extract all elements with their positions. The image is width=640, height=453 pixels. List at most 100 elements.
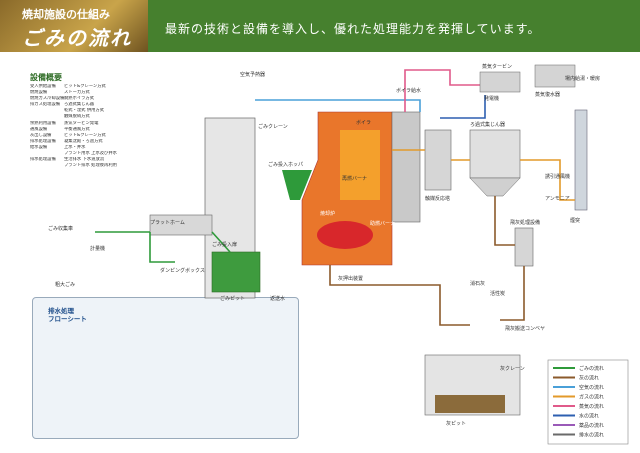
spec-row: 余熱利用設備 蒸気タービン発電 — [30, 121, 190, 127]
spec-value: 廃熱ボイラ方式 — [64, 96, 95, 102]
spec-row: プラント排水 処理後再利用 — [30, 163, 190, 169]
label-burner2: 助燃バーナ — [370, 220, 395, 227]
air-flow-line — [255, 99, 421, 112]
spec-value: 蒸気タービン発電 — [64, 120, 99, 126]
spec-value: ストーカ方式 — [64, 90, 90, 96]
label-steam: 蒸気タービン — [482, 63, 512, 70]
spec-value: ピット&クレーン方式 — [64, 84, 106, 89]
banner-message: 最新の技術と設備を導入し、優れた処理能力を発揮しています。 — [165, 22, 541, 36]
water-flow-title-1: 排水処理 — [48, 307, 74, 315]
spec-row: 通風設備 平衡通風方式 — [30, 127, 190, 133]
spec-row: 燃焼ガス冷却設備廃熱ボイラ方式 — [30, 96, 190, 102]
spec-value: ピット&クレーン方式 — [64, 132, 106, 138]
stack — [574, 109, 588, 211]
label-fly-ash: 飛灰処理設備 — [510, 219, 540, 226]
label-furnace: 焼却炉 — [320, 210, 335, 217]
spec-title: 設備概要 — [30, 73, 62, 82]
label-scale: 計量機 — [90, 245, 105, 252]
spec-row: 灰出し設備 ピット&クレーン方式 — [30, 133, 190, 139]
label-boiler-water: ボイラ給水 — [396, 87, 421, 94]
boiler-tubes — [340, 130, 380, 200]
label-entrance: ごみ投入扉 — [212, 241, 237, 248]
refuse-drop-line — [211, 231, 231, 253]
label-condenser: 蒸気復水器 — [535, 91, 560, 98]
spec-value: 凝集沈殿・ろ過方式 — [64, 138, 103, 144]
legend-label: ごみの流れ — [579, 365, 604, 372]
ash-flow-line — [329, 265, 470, 326]
bag-filter-hopper — [469, 177, 521, 197]
banner-subtitle: 焼却施設の仕組み — [22, 8, 110, 21]
spec-value: 上水・井水 — [64, 144, 86, 150]
legend-label: 水の流れ — [579, 413, 599, 420]
banner-title: ごみの流れ — [22, 26, 132, 50]
label-boiler: ボイラ — [356, 119, 371, 126]
header-photo — [0, 0, 148, 52]
spec-value: 乾式・湿式 併用方式 — [64, 108, 105, 114]
economizer — [391, 111, 421, 223]
spec-row: プラント用水 上水及び井水 — [30, 151, 190, 157]
label-carbon: 活性炭 — [490, 290, 505, 297]
turbine-generator — [479, 71, 521, 93]
flame — [317, 221, 373, 249]
fly-ash-flow-line — [494, 196, 525, 321]
label-return-water: 返送水 — [270, 295, 285, 302]
label-tipping: ダンピングボックス — [160, 267, 205, 274]
label-burner1: 再燃バーナ — [342, 175, 367, 182]
gas-flow-line — [392, 149, 575, 201]
water-flow-title-2: フローシート — [48, 315, 87, 323]
spec-row: 受入供給設備 ピット&クレーン方式 — [30, 84, 190, 90]
water-flow-panel — [32, 297, 299, 439]
label-ash-pit: 灰ピット — [446, 420, 466, 427]
label-ammonia: アンモニア — [545, 196, 570, 202]
spec-key: 灰出し設備 — [30, 132, 52, 138]
steam-condenser — [534, 64, 576, 88]
spec-row: 触媒脱硝方式 — [30, 114, 190, 120]
water-flow-line — [440, 95, 486, 119]
spec-key: 排水処理設備 — [30, 157, 56, 163]
bag-filter — [469, 129, 521, 179]
spec-row: 排水処理設備 凝集沈殿・ろ過方式 — [30, 139, 190, 145]
spec-key: 受入供給設備 — [30, 84, 56, 89]
legend-label: 灰の流れ — [579, 375, 599, 382]
spec-list: 受入供給設備ピット&クレーン方式燃焼設備ストーカ方式燃焼ガス冷却設備廃熱ボイラ方… — [30, 84, 190, 169]
label-lime: 消石灰 — [470, 280, 485, 287]
legend-label: ガスの流れ — [579, 394, 604, 401]
spec-value: 平衡通風方式 — [64, 126, 90, 132]
label-truck: ごみ収集車 — [48, 225, 73, 232]
label-stack: 煙突 — [570, 217, 580, 224]
label-bulky: 粗大ごみ — [55, 281, 75, 288]
label-ash-crane: 灰クレーン — [500, 365, 525, 372]
legend-label: 薬品の流れ — [579, 422, 604, 429]
spec-value: 触媒脱硝方式 — [64, 114, 90, 120]
label-hopper: ごみ投入ホッパ — [268, 161, 303, 168]
spec-row: 排ガス処理設備ろ過式集じん器 — [30, 102, 190, 108]
steam-flow-line — [404, 69, 485, 112]
spec-key: 通風設備 — [30, 126, 48, 132]
refuse-flow-line — [95, 231, 175, 263]
label-platform: プラットホーム — [150, 220, 185, 226]
spec-key: 排水処理設備 — [30, 138, 56, 144]
spec-row: 乾式・湿式 併用方式 — [30, 108, 190, 114]
hopper — [282, 170, 312, 200]
spec-row: 燃焼設備 ストーカ方式 — [30, 90, 190, 96]
label-pit: ごみピット — [220, 295, 245, 302]
platform-building — [149, 214, 213, 236]
spec-row: 給水設備上水・井水 — [30, 145, 190, 151]
spec-key: 排ガス処理設備 — [30, 102, 61, 108]
ash-pit — [435, 395, 505, 413]
label-generator: 発電機 — [484, 95, 499, 102]
label-filter: ろ過式集じん器 — [470, 121, 505, 128]
refuse-pit — [211, 251, 261, 293]
spec-key: 余熱利用設備 — [30, 120, 56, 126]
label-fan: 誘引通風機 — [545, 173, 570, 180]
spec-key: 燃焼設備 — [30, 90, 48, 96]
label-ash-conv: 灰押出装置 — [338, 275, 363, 282]
spec-key: 燃焼ガス冷却設備 — [30, 96, 65, 102]
legend-frame — [547, 359, 629, 445]
label-fly-conv: 飛灰搬送コンベヤ — [505, 325, 545, 332]
spec-row: 排水処理設備生活排水 下水道放流 — [30, 157, 190, 163]
label-catalyst: 触媒反応塔 — [425, 195, 450, 202]
legend-label: 空気の流れ — [579, 384, 604, 391]
